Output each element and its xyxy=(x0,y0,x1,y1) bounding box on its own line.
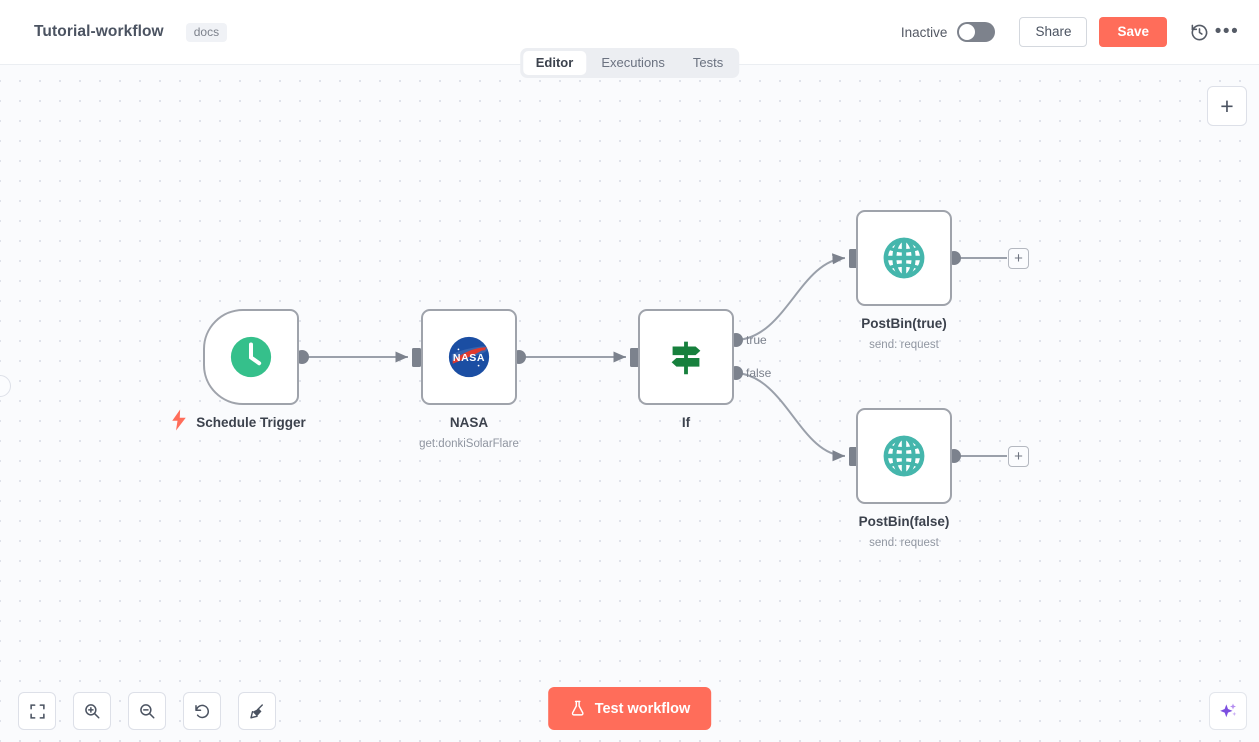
globe-icon xyxy=(883,435,925,477)
header-actions: Inactive Share Save ••• xyxy=(901,17,1241,47)
tab-tests[interactable]: Tests xyxy=(692,55,724,70)
test-workflow-label: Test workflow xyxy=(594,700,691,717)
postbin-false-input-port[interactable] xyxy=(849,447,858,466)
fit-view-icon[interactable] xyxy=(18,692,56,730)
nasa-input-port[interactable] xyxy=(412,348,421,367)
connection-if-false-to-postbin-false[interactable] xyxy=(736,372,846,462)
node-schedule-trigger[interactable] xyxy=(203,309,299,405)
history-clock-icon[interactable] xyxy=(1185,18,1213,46)
if-input-port[interactable] xyxy=(630,348,639,367)
node-if[interactable] xyxy=(638,309,734,405)
sparkle-icon xyxy=(1220,703,1237,718)
undo-arrow-icon[interactable] xyxy=(183,692,221,730)
canvas-toolbar xyxy=(18,692,276,730)
save-button[interactable]: Save xyxy=(1099,17,1167,47)
workflow-activator[interactable]: Inactive xyxy=(901,22,996,42)
share-button[interactable]: Share xyxy=(1019,17,1088,47)
postbin-true-input-port[interactable] xyxy=(849,249,858,268)
broom-icon[interactable] xyxy=(238,692,276,730)
lightning-bolt-icon xyxy=(172,409,186,431)
tab-executions[interactable]: Executions xyxy=(601,55,665,70)
toggle-knob xyxy=(959,24,976,40)
signpost-icon xyxy=(671,341,701,375)
workflow-title[interactable]: Tutorial-workflow xyxy=(34,23,164,40)
zoom-out-icon[interactable] xyxy=(128,692,166,730)
workflow-canvas[interactable]: Schedule Trigger NASA NASA get:donkiSola… xyxy=(0,65,1259,742)
ellipsis-glyph: ••• xyxy=(1214,21,1240,42)
more-options-icon[interactable]: ••• xyxy=(1213,18,1241,46)
workflow-tabs: Editor Executions Tests xyxy=(519,48,740,78)
connection-layer xyxy=(295,249,1007,466)
svg-text:NASA: NASA xyxy=(453,352,485,364)
activate-toggle[interactable] xyxy=(957,22,996,42)
node-postbin-false[interactable] xyxy=(856,408,952,504)
workflow-tag-docs[interactable]: docs xyxy=(185,22,228,42)
test-workflow-button[interactable]: Test workflow xyxy=(547,687,712,730)
add-node-button[interactable]: + xyxy=(1207,86,1247,126)
ai-assistant-button[interactable] xyxy=(1209,692,1247,730)
activator-label: Inactive xyxy=(900,24,948,40)
add-node-after-postbin-true[interactable]: + xyxy=(1008,248,1029,269)
flask-icon xyxy=(571,700,584,716)
nasa-logo-icon: NASA xyxy=(448,336,490,378)
node-nasa[interactable]: NASA xyxy=(421,309,517,405)
connection-if-true-to-postbin-true[interactable] xyxy=(736,253,846,341)
zoom-in-icon[interactable] xyxy=(73,692,111,730)
tab-editor[interactable]: Editor xyxy=(522,51,587,75)
node-postbin-true[interactable] xyxy=(856,210,952,306)
clock-icon xyxy=(230,336,272,378)
globe-icon xyxy=(883,237,925,279)
add-node-after-postbin-false[interactable]: + xyxy=(1008,446,1029,467)
